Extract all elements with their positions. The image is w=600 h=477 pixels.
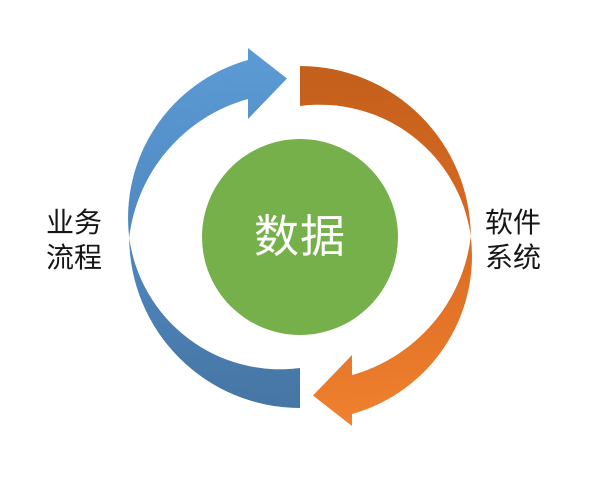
- right-label: 软件 系统: [458, 205, 568, 275]
- right-label-line1: 软件: [484, 207, 541, 238]
- data-circle: [202, 139, 398, 335]
- business-process-arrow: [128, 48, 300, 408]
- left-label-line2: 流程: [45, 242, 102, 273]
- right-label-line2: 系统: [484, 242, 541, 273]
- left-label-line1: 业务: [45, 207, 102, 238]
- software-system-arrow: [300, 66, 472, 426]
- center-label: 数据: [253, 211, 346, 262]
- left-label: 业务 流程: [19, 205, 129, 275]
